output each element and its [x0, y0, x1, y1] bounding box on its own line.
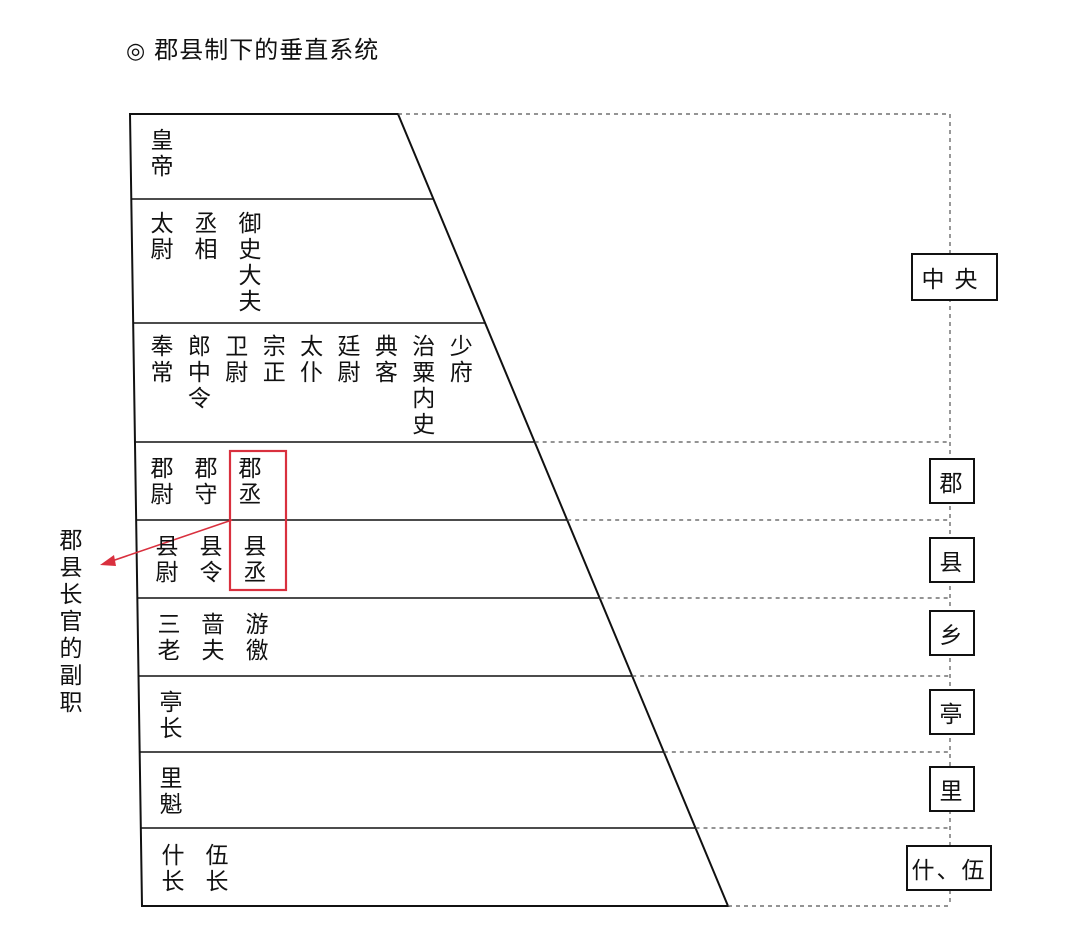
- office-title: 治 粟 内 史: [412, 334, 436, 438]
- level-label: 县: [929, 537, 975, 583]
- office-title: 少 府: [449, 334, 473, 386]
- office-title: 县 丞: [243, 534, 267, 586]
- office-title: 郡 守: [194, 456, 218, 508]
- office-title: 郎 中 令: [187, 334, 211, 412]
- title-circle-mark: ◎: [126, 39, 147, 64]
- office-title: 卫 尉: [225, 334, 249, 386]
- office-title: 奉 常: [150, 334, 174, 386]
- annotation-arrow-line: [105, 519, 233, 564]
- office-title: 三 老: [157, 612, 181, 664]
- office-title: 御 史 大 夫: [238, 211, 262, 315]
- office-title: 丞 相: [194, 211, 218, 263]
- level-label: 什、伍: [906, 845, 992, 891]
- office-title: 啬 夫: [201, 612, 225, 664]
- office-title: 典 客: [374, 334, 398, 386]
- diagram-title: ◎ 郡县制下的垂直系统: [126, 30, 379, 65]
- title-text: 郡县制下的垂直系统: [154, 36, 380, 64]
- office-title: 皇 帝: [150, 128, 174, 180]
- office-title: 伍 长: [205, 843, 229, 895]
- level-label: 乡: [929, 610, 975, 656]
- level-label: 中央: [911, 253, 998, 301]
- office-title: 宗 正: [262, 334, 286, 386]
- level-label: 亭: [929, 689, 975, 735]
- office-title: 太 仆: [300, 334, 324, 386]
- office-title: 郡 尉: [150, 456, 174, 508]
- level-label: 里: [929, 766, 975, 812]
- office-title: 县 令: [199, 534, 223, 586]
- annotation-arrowhead: [100, 555, 116, 566]
- office-title: 县 尉: [155, 534, 179, 586]
- office-title: 太 尉: [150, 211, 174, 263]
- office-title: 亭 长: [159, 690, 183, 742]
- office-title: 里 魁: [159, 766, 183, 818]
- office-title: 游 徼: [245, 612, 269, 664]
- deputy-annotation: 郡 县 长 官 的 副 职: [59, 528, 83, 716]
- office-title: 什 长: [161, 843, 185, 895]
- office-title: 廷 尉: [337, 334, 361, 386]
- level-label: 郡: [929, 458, 975, 504]
- office-title: 郡 丞: [238, 456, 262, 508]
